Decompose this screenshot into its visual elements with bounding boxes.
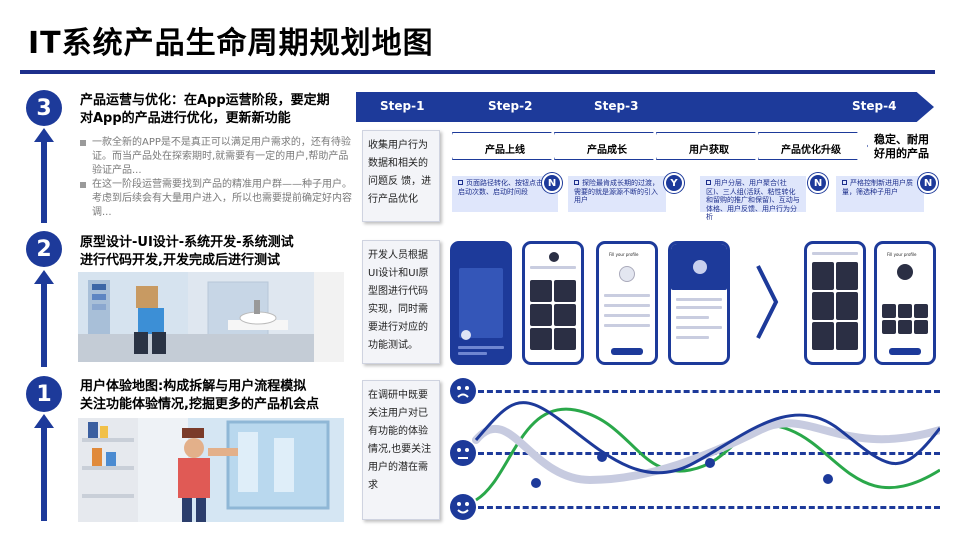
arrow-shaft [41,141,47,223]
stage-label: 产品成长 [562,141,652,156]
note-card: 严格控制新进用户质量，筛选种子用户 [836,176,924,212]
phone-mockup-profile [522,241,584,365]
badge-n-icon: N [808,173,828,193]
curve-point [531,478,541,488]
arrow-up-icon [34,414,54,428]
arrow-shaft [41,427,47,521]
checkbox-bullet-icon [458,180,463,185]
chevron-right-icon [752,262,782,342]
checkbox-bullet-icon [706,180,711,185]
curve-point [823,474,833,484]
section-3-heading-line1: 产品运营与优化：在App运营阶段，要定期 [80,92,352,110]
step-label-4: Step-4 [852,99,896,113]
note-card: 探险最肯成长期的过渡，需要的就是源源不断的引入用户 [568,176,666,212]
step-number-3: 3 [26,90,62,126]
phone-mockup-splash [450,241,512,365]
section-3-heading: 产品运营与优化：在App运营阶段，要定期 对App的产品进行优化，更新新功能 [80,92,352,128]
section-1-heading: 用户体验地图:构成拆解与用户流程模拟 关注功能体验情况,挖掘更多的产品机会点 [80,378,352,414]
arrow-up-icon [34,128,54,142]
phone-mockup-fill-profile: Fill your profile [596,241,658,365]
row-label-develop: 开发人员根据UI设计和UI原型图进行代码实现，同时需要进行对应的功能测试。 [362,240,440,364]
curve-point [597,452,607,462]
square-bullet-icon [80,140,86,146]
section-3-bullets: 一款全新的APP是不是真正可以满足用户需求的，还有待验证。而当产品处在探索期时,… [80,136,352,220]
bullet-item: 在这一阶段运营需要找到产品的精准用户群——种子用户。考虑到后续会有大量用户进入，… [80,178,352,220]
page-title: IT系统产品生命周期规划地图 [28,18,434,62]
row-label-research: 在调研中既要关注用户对已有功能的体验情况,也要关注用户的潜在需求 [362,380,440,520]
step-number-2: 2 [26,231,62,267]
phone-mockup-gallery [804,241,866,365]
arrow-shaft [41,283,47,367]
phone-mockup-fill-profile-2: Fill your profile [874,241,936,365]
step-label-1: Step-1 [380,99,424,113]
illustration-developer-room [78,272,344,362]
section-2-heading: 原型设计-UI设计-系统开发-系统测试 进行代码开发,开发完成后进行测试 [80,234,352,270]
stage-label: 用户获取 [664,141,754,156]
checkbox-bullet-icon [842,180,847,185]
section-3-heading-line2: 对App的产品进行优化，更新新功能 [80,110,352,128]
step-number-1: 1 [26,376,62,412]
checkbox-bullet-icon [574,180,579,185]
step-banner [356,92,934,122]
square-bullet-icon [80,182,86,188]
arrow-up-icon [34,270,54,284]
row-label-optimize: 收集用户行为数据和相关的问题反 馈，进行产品优化 [362,130,440,222]
final-stage-label: 稳定、耐用 好用的产品 [874,133,929,161]
bullet-item: 一款全新的APP是不是真正可以满足用户需求的，还有待验证。而当产品处在探索期时,… [80,136,352,178]
badge-y-icon: Y [664,173,684,193]
curve-point [705,458,715,468]
stage-label: 产品优化升级 [766,141,856,156]
title-divider [20,70,935,74]
step-label-2: Step-2 [488,99,532,113]
note-card: 用户分层、用户聚合(社区)、三人组(活跃、粘性转化和留购的推广和保留)、互动与体… [700,176,806,212]
illustration-window-cleaner [78,418,344,522]
badge-n-icon: N [918,173,938,193]
phone-mockup-detail [668,241,730,365]
step-label-3: Step-3 [594,99,638,113]
stage-label: 产品上线 [460,141,550,156]
experience-curves [440,370,940,530]
badge-n-icon: N [542,173,562,193]
